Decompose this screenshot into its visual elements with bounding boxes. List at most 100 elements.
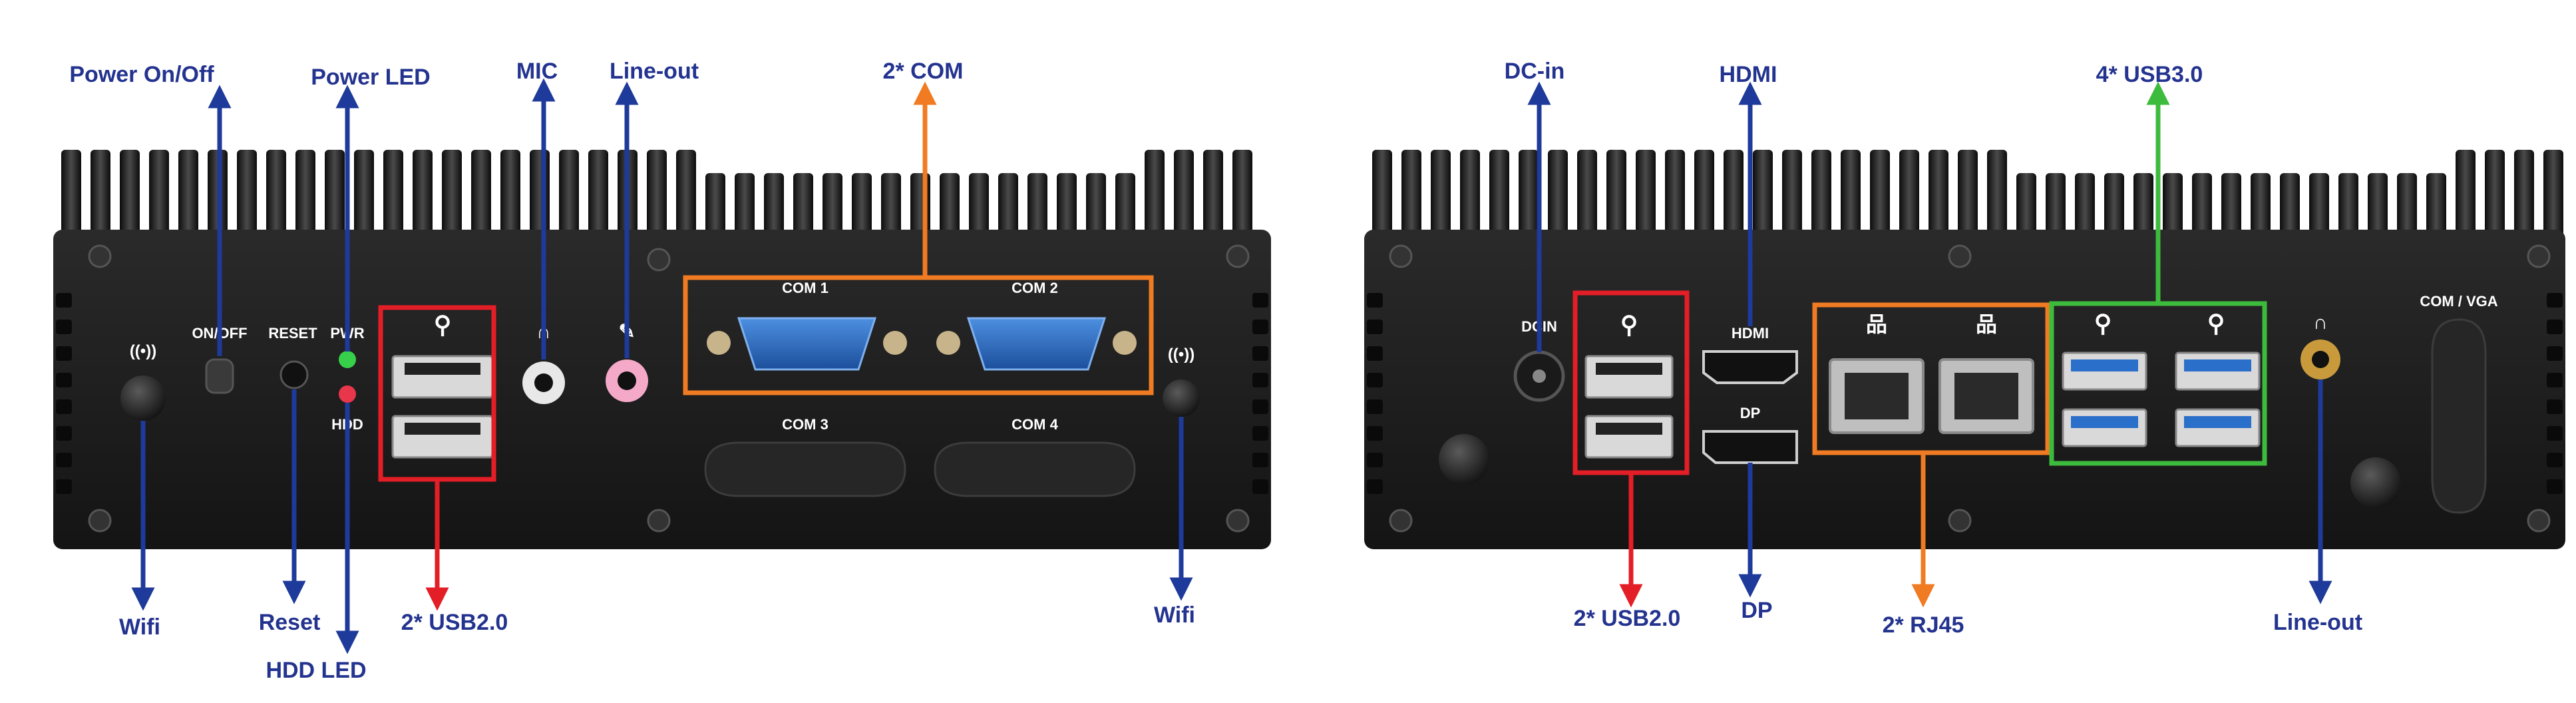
usb2-port-1-tongue — [405, 363, 480, 375]
heatsink-fin — [2338, 173, 2358, 240]
grille-slot — [1252, 453, 1268, 467]
heatsink-fin — [500, 150, 520, 240]
heatsink-fin — [1841, 150, 1861, 240]
front-right-grille — [1252, 293, 1268, 494]
grille-slot — [56, 346, 72, 361]
heatsink-fin — [1548, 150, 1568, 240]
front-left-grille — [56, 293, 72, 494]
heatsink-fin — [2280, 173, 2300, 240]
hdd-led — [339, 385, 356, 403]
reset-panel-label: RESET — [268, 325, 317, 342]
heatsink-fin — [1431, 150, 1451, 240]
heatsink-fin — [588, 150, 608, 240]
front-panel: ((•)) ON/OFF RESET PWR HDD ⚲ ∩ ✎ COM 1 C… — [53, 150, 1271, 549]
heatsink-fin — [2514, 150, 2534, 240]
heatsink-fin — [237, 150, 257, 240]
grille-slot — [1367, 373, 1383, 387]
hdmi-port[interactable] — [1702, 350, 1798, 384]
grille-slot — [56, 320, 72, 334]
rear-antenna-left — [1439, 434, 1489, 485]
power-button[interactable] — [205, 358, 234, 394]
wifi-left-icon: ((•)) — [130, 342, 156, 360]
heatsink-fin — [1460, 150, 1480, 240]
grille-slot — [1252, 320, 1268, 334]
usb-symbol-icon: ⚲ — [434, 311, 451, 338]
heatsink-fin — [2192, 173, 2212, 240]
heatsink-fin — [1724, 150, 1744, 240]
heatsink-fin — [1086, 173, 1106, 240]
wifi-left-label: Wifi — [118, 614, 161, 640]
mic-label: MIC — [516, 59, 558, 84]
rear-right-grille — [2547, 293, 2563, 494]
reset-button[interactable] — [279, 360, 309, 389]
dp-port[interactable] — [1702, 430, 1798, 464]
heatsink-fin — [1489, 150, 1509, 240]
heatsink-fin — [2075, 173, 2095, 240]
rear-usb2-port-1[interactable] — [1584, 355, 1674, 399]
front-screw — [1226, 509, 1250, 533]
wifi-right-antenna — [1163, 379, 1200, 417]
heatsink-fin — [823, 173, 842, 240]
usb2-port-1[interactable] — [391, 355, 494, 399]
rj45-port-1-socket — [1845, 373, 1909, 419]
rear-usb2-label: 2* USB2.0 — [1573, 606, 1681, 631]
heatsink-fin — [764, 173, 784, 240]
rear-usb2-port-2[interactable] — [1584, 415, 1674, 459]
grille-slot — [56, 399, 72, 414]
rear-line-out-jack-hole — [2312, 351, 2329, 368]
heatsink-fin — [2221, 173, 2241, 240]
heatsink-fin — [471, 150, 491, 240]
power-led-label: Power LED — [311, 65, 431, 90]
heatsink-fin — [1636, 150, 1656, 240]
heatsink-fin — [1753, 150, 1773, 240]
grille-slot — [1252, 373, 1268, 387]
power-led — [339, 351, 356, 368]
heatsink-fin — [2251, 173, 2271, 240]
com-label: 2* COM — [882, 59, 964, 84]
heatsink-fin — [735, 173, 755, 240]
heatsink-fin — [793, 173, 813, 240]
front-heatsink-fins — [61, 150, 1252, 240]
heatsink-fin — [2104, 173, 2124, 240]
rear-screw — [1389, 509, 1413, 533]
com-vga-panel-label: COM / VGA — [2420, 293, 2497, 310]
mic-jack-hole — [534, 373, 553, 392]
usb3-label: 4* USB3.0 — [2096, 62, 2203, 87]
grille-slot — [1367, 453, 1383, 467]
reset-label: Reset — [258, 610, 321, 635]
wifi-right-label: Wifi — [1153, 602, 1196, 628]
grille-slot — [1252, 399, 1268, 414]
grille-slot — [1367, 320, 1383, 334]
heatsink-fin — [1401, 150, 1421, 240]
heatsink-fin — [530, 150, 550, 240]
grille-slot — [56, 426, 72, 441]
com4-knockout — [934, 441, 1136, 497]
com2-port[interactable] — [936, 317, 1137, 371]
grille-slot — [2547, 293, 2563, 308]
rj45-label: 2* RJ45 — [1882, 612, 1964, 638]
rear-antenna-right — [2350, 457, 2401, 508]
front-usb2-label: 2* USB2.0 — [401, 610, 508, 635]
front-screw — [647, 248, 671, 272]
grille-slot — [2547, 373, 2563, 387]
lan1-network-icon: 品 — [1866, 312, 1887, 336]
front-screw — [88, 244, 112, 268]
usb2-port-2[interactable] — [391, 415, 494, 459]
front-line-out-jack-hole — [618, 371, 636, 390]
usb3-symbol-icon-right: ⚲ — [2207, 310, 2225, 337]
heatsink-fin — [2456, 150, 2476, 240]
dp-label: DP — [1741, 598, 1773, 623]
heatsink-fin — [1811, 150, 1831, 240]
heatsink-fin — [1899, 150, 1919, 240]
rear-usb2-port-2-tongue — [1596, 423, 1662, 435]
heatsink-fin — [852, 173, 872, 240]
heatsink-fin — [1665, 150, 1685, 240]
heatsink-fin — [676, 150, 696, 240]
com1-port[interactable] — [707, 317, 907, 371]
com3-knockout — [704, 441, 906, 497]
heatsink-fin — [647, 150, 667, 240]
usb3-port-3-tongue — [2071, 416, 2138, 428]
usb3-symbol-icon-left: ⚲ — [2094, 310, 2112, 337]
heatsink-fin — [2397, 173, 2417, 240]
